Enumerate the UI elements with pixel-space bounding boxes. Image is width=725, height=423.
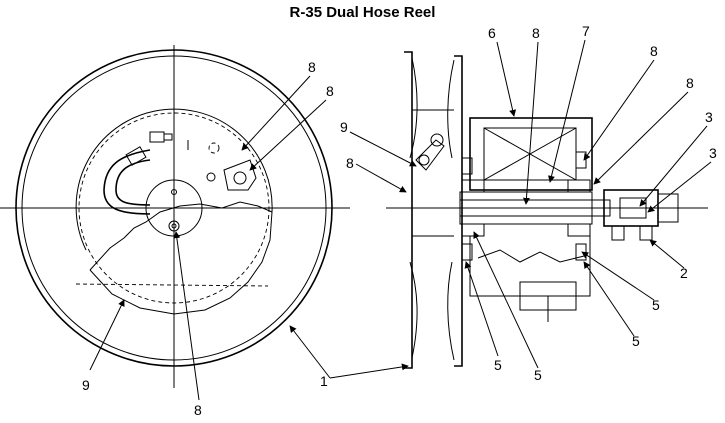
callout-6: 6 bbox=[488, 25, 496, 41]
lower-housing bbox=[469, 236, 591, 297]
bearing-bottom-left bbox=[461, 223, 485, 237]
leader-7 bbox=[548, 39, 586, 183]
side-view bbox=[386, 51, 708, 369]
inner-flange-circle bbox=[21, 55, 327, 361]
leader-8-nut bbox=[583, 59, 655, 161]
lower-break-line bbox=[477, 249, 585, 263]
arm-pivot-bottom bbox=[418, 154, 430, 166]
drum-dashed-circle bbox=[78, 112, 270, 304]
leader-5-bottom-middle bbox=[473, 231, 539, 369]
flange-left bbox=[404, 51, 413, 369]
dashed-bolt-circle bbox=[208, 142, 220, 154]
leader-front-8-bottom bbox=[173, 231, 200, 401]
callout-9-side: 9 bbox=[340, 119, 348, 135]
leader-5-right-lower bbox=[583, 261, 635, 337]
flange-right bbox=[454, 55, 463, 367]
callout-8-nut: 8 bbox=[650, 43, 658, 59]
leader-1-side bbox=[329, 363, 409, 379]
cutaway-lower-drum bbox=[89, 211, 273, 315]
callout-labels: 8 8 9 8 1 6 8 7 8 8 3 3 9 8 2 5 5 5 5 bbox=[82, 23, 717, 418]
motor-housing bbox=[469, 117, 593, 191]
leader-5-right-upper bbox=[581, 251, 655, 301]
swivel-cap bbox=[657, 193, 679, 223]
hub-bolt-center bbox=[171, 223, 177, 229]
bracket-small-hole bbox=[206, 172, 216, 182]
callout-8-shaft: 8 bbox=[532, 25, 540, 41]
cutaway-break-line bbox=[89, 201, 273, 271]
leader-3-top bbox=[639, 125, 708, 207]
leader-8-shaft bbox=[522, 41, 539, 205]
fitting-lower bbox=[125, 146, 147, 166]
callout-1: 1 bbox=[320, 373, 328, 389]
callout-8-bearing: 8 bbox=[686, 75, 694, 91]
drawing-title: R-35 Dual Hose Reel bbox=[289, 4, 436, 21]
swivel-port-2 bbox=[639, 225, 653, 241]
leader-3-bottom bbox=[647, 161, 712, 213]
leader-front-8-top bbox=[241, 75, 311, 151]
leader-8-bearing bbox=[593, 91, 689, 185]
hose-pipe-inner bbox=[115, 159, 151, 206]
shaft bbox=[459, 199, 611, 217]
callout-8-front-top: 8 bbox=[308, 59, 316, 75]
bearing-top-right bbox=[567, 179, 591, 193]
bearing-bottom-right bbox=[567, 223, 591, 237]
callout-5-right-lower: 5 bbox=[632, 333, 640, 349]
fitting-upper-nut bbox=[163, 133, 173, 141]
callout-2: 2 bbox=[680, 265, 688, 281]
nut-bottom-left bbox=[461, 243, 473, 261]
drum-arc bbox=[75, 108, 273, 251]
callout-5-bottom-left: 5 bbox=[494, 357, 502, 373]
flange-right-curve-top bbox=[447, 59, 455, 159]
callout-3-top: 3 bbox=[705, 109, 713, 125]
callout-8-front-upper: 8 bbox=[326, 83, 334, 99]
leader-6 bbox=[496, 41, 517, 117]
leader-8-side bbox=[355, 163, 407, 193]
bracket-hole bbox=[233, 171, 247, 185]
callout-8-front-bottom: 8 bbox=[194, 402, 202, 418]
bracket-plate bbox=[223, 159, 257, 191]
bearing-top-left bbox=[461, 179, 485, 193]
flange-left-curve-bottom bbox=[409, 261, 418, 359]
fitting-upper bbox=[149, 131, 165, 143]
leader-lines bbox=[89, 39, 712, 401]
outer-flange-circle bbox=[15, 49, 333, 367]
hub-small-hole bbox=[171, 189, 177, 195]
swing-arm bbox=[415, 139, 445, 171]
leader-5-bottom-left bbox=[464, 261, 499, 357]
nut-top-left bbox=[461, 157, 473, 175]
callout-3-bottom: 3 bbox=[709, 145, 717, 161]
leader-9-side bbox=[349, 131, 417, 167]
arm-pivot-top bbox=[430, 133, 444, 147]
flange-left-curve-top bbox=[409, 57, 418, 159]
callout-7: 7 bbox=[582, 23, 590, 39]
hub-bolt bbox=[168, 220, 180, 232]
leader-front-9 bbox=[89, 299, 125, 371]
callout-8-side: 8 bbox=[346, 155, 354, 171]
callout-5-bottom-middle: 5 bbox=[534, 367, 542, 383]
callout-5-right-upper: 5 bbox=[652, 297, 660, 313]
leader-front-8-upper bbox=[249, 99, 327, 171]
flange-right-curve-bottom bbox=[447, 261, 455, 361]
callout-9-front: 9 bbox=[82, 377, 90, 393]
leader-1-front bbox=[289, 325, 331, 379]
leader-2 bbox=[649, 239, 685, 269]
front-view bbox=[0, 45, 350, 388]
swivel-port-1 bbox=[611, 225, 625, 241]
swivel-seal bbox=[619, 197, 647, 219]
